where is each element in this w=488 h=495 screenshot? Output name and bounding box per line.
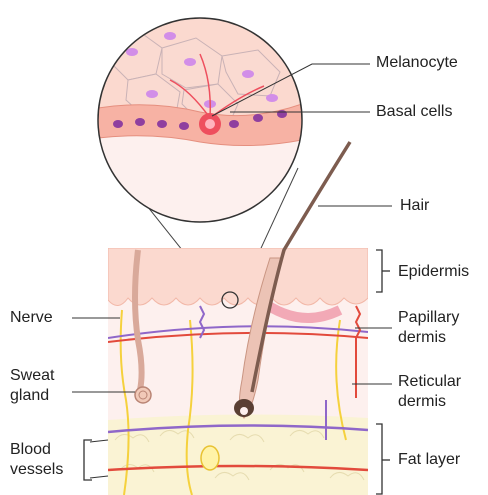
label-hair: Hair bbox=[400, 196, 429, 216]
leader-vessel-2 bbox=[90, 476, 108, 478]
label-melanocyte: Melanocyte bbox=[376, 53, 458, 73]
sweat-gland-coil bbox=[135, 387, 151, 403]
label-reticular-dermis: Reticular dermis bbox=[398, 372, 461, 412]
bracket-epidermis bbox=[376, 250, 382, 292]
label-epidermis: Epidermis bbox=[398, 262, 469, 282]
label-papillary-dermis: Papillary dermis bbox=[398, 308, 459, 348]
magnified-view bbox=[98, 18, 302, 222]
label-fat-layer: Fat layer bbox=[398, 450, 460, 470]
sensory-corpuscle bbox=[201, 446, 219, 470]
label-nerve: Nerve bbox=[10, 308, 53, 328]
label-sweat-gland: Sweat gland bbox=[10, 366, 54, 406]
leader-vessel-1 bbox=[90, 440, 108, 442]
label-basal-cells: Basal cells bbox=[376, 102, 452, 122]
skin-section bbox=[108, 248, 368, 495]
label-blood-vessels: Blood vessels bbox=[10, 440, 63, 480]
bracket-vessels bbox=[84, 440, 92, 480]
bracket-fat bbox=[376, 424, 382, 494]
